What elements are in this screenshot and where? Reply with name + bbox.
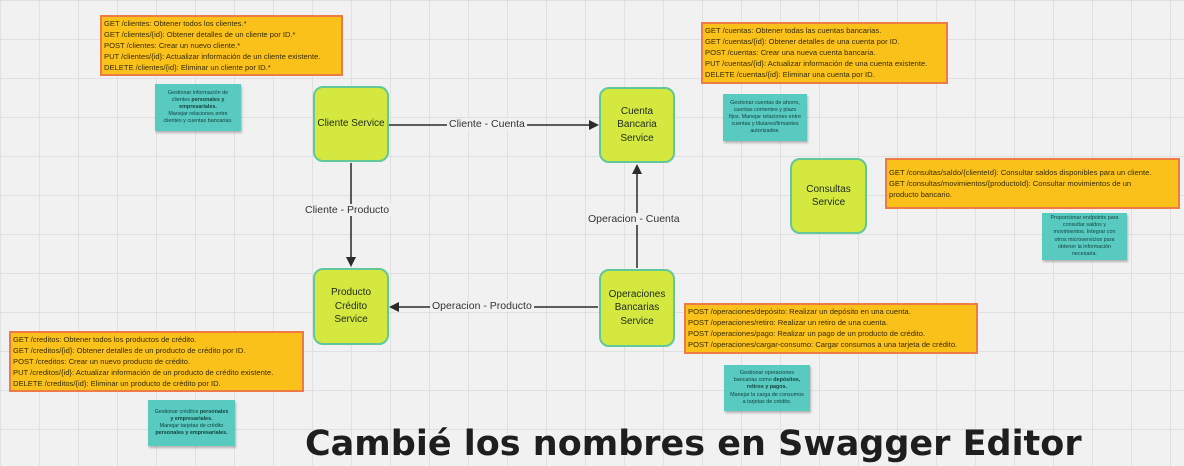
endpoint-line: GET /creditos/{id}: Obtener detalles de … — [13, 346, 246, 355]
endpoint-line: POST /operaciones/pago: Realizar un pago… — [688, 329, 926, 338]
note-text: Gestionar operaciones bancarias como — [733, 370, 795, 384]
note-bold-text: personales y empresariales. — [155, 430, 228, 437]
clientes-endpoints-box[interactable]: GET /clientes: Obtener todos los cliente… — [100, 15, 343, 76]
endpoint-line: POST /creditos: Crear un nuevo producto … — [13, 357, 191, 366]
endpoint-line: DELETE /cuentas/{id}: Eliminar una cuent… — [705, 70, 875, 79]
cliente-service-node[interactable]: Cliente Service — [313, 86, 389, 162]
endpoint-line: POST /operaciones/retiro: Realizar un re… — [688, 318, 888, 327]
endpoint-line: GET /clientes: Obtener todos los cliente… — [104, 19, 247, 28]
operaciones-endpoints-box[interactable]: POST /operaciones/depósito: Realizar un … — [684, 303, 978, 354]
note-bold-text: depósitos, retiros y pagos. — [746, 377, 801, 391]
creditos-endpoints-box[interactable]: GET /creditos: Obtener todos los product… — [9, 331, 304, 392]
consultas-note[interactable]: Proporcionar endpoints para consultar sa… — [1042, 213, 1127, 260]
endpoint-line: PUT /clientes/{id}: Actualizar informaci… — [104, 52, 321, 61]
note-bold-text: personales y empresariales. — [170, 408, 229, 422]
operaciones-bancarias-service-node[interactable]: Operaciones Bancarias Service — [599, 269, 675, 347]
endpoint-line: POST /clientes: Crear un nuevo cliente.* — [104, 41, 241, 50]
note-text: Manejar relaciones entre clientes y cuen… — [163, 111, 233, 125]
cuenta-note[interactable]: Gestionar cuentas de ahorro, cuentas cor… — [723, 94, 807, 141]
endpoint-line: GET /consultas/movimientos/{productoId}:… — [889, 179, 1132, 188]
note-text: Proporcionar endpoints para consultar sa… — [1050, 215, 1119, 257]
operaciones-note[interactable]: Gestionar operaciones bancarias como dep… — [724, 365, 810, 411]
note-text: Gestionar cuentas de ahorro, cuentas cor… — [729, 99, 801, 135]
consultas-service-node[interactable]: Consultas Service — [790, 158, 867, 234]
credito-note[interactable]: Gestionar créditos personales y empresar… — [148, 400, 235, 446]
endpoint-line: GET /creditos: Obtener todos los product… — [13, 335, 197, 344]
endpoint-line: DELETE /creditos/{id}: Eliminar un produ… — [13, 379, 221, 388]
cuentas-endpoints-box[interactable]: GET /cuentas: Obtener todas las cuentas … — [701, 22, 948, 84]
endpoint-line: POST /operaciones/cargar-consumo: Cargar… — [688, 340, 958, 349]
edge-label-operacion-producto: Operacion - Producto — [430, 300, 534, 312]
endpoint-line: GET /clientes/{id}: Obtener detalles de … — [104, 30, 296, 39]
endpoint-line: GET /consultas/saldo/{clienteId}: Consul… — [889, 168, 1152, 177]
producto-credito-service-node[interactable]: Producto Crédito Service — [313, 268, 389, 345]
note-text: Manejar tarjetas de crédito — [159, 423, 224, 429]
note-text: Gestionar información de clientes — [167, 89, 229, 103]
note-text: Gestionar créditos — [154, 408, 200, 415]
consultas-endpoints-box[interactable]: GET /consultas/saldo/{clienteId}: Consul… — [885, 158, 1180, 209]
note-text: Manejar la carga de consumos a tarjetas … — [730, 391, 804, 405]
edge-label-cliente-producto: Cliente - Producto — [303, 204, 392, 216]
endpoint-line: POST /operaciones/depósito: Realizar un … — [688, 307, 911, 316]
endpoint-line: GET /cuentas/{id}: Obtener detalles de u… — [705, 37, 900, 46]
endpoint-line: GET /cuentas: Obtener todas las cuentas … — [705, 26, 882, 35]
endpoint-line: producto bancario. — [889, 190, 952, 199]
board-title: Cambié los nombres en Swagger Editor — [305, 424, 1082, 464]
note-bold-text: personales y empresariales. — [179, 96, 225, 110]
endpoint-line: DELETE /clientes/{id}: Eliminar un clien… — [104, 63, 271, 72]
edge-label-operacion-cuenta: Operacion - Cuenta — [586, 213, 682, 225]
endpoint-line: PUT /creditos/{id}: Actualizar informaci… — [13, 368, 274, 377]
endpoint-line: POST /cuentas: Crear una nueva cuenta ba… — [705, 48, 876, 57]
edge-label-cliente-cuenta: Cliente - Cuenta — [447, 118, 527, 130]
cliente-note[interactable]: Gestionar información de clientes person… — [155, 84, 241, 131]
endpoint-line: PUT /cuentas/{id}: Actualizar informació… — [705, 59, 928, 68]
cuenta-bancaria-service-node[interactable]: Cuenta Bancaria Service — [599, 87, 675, 163]
